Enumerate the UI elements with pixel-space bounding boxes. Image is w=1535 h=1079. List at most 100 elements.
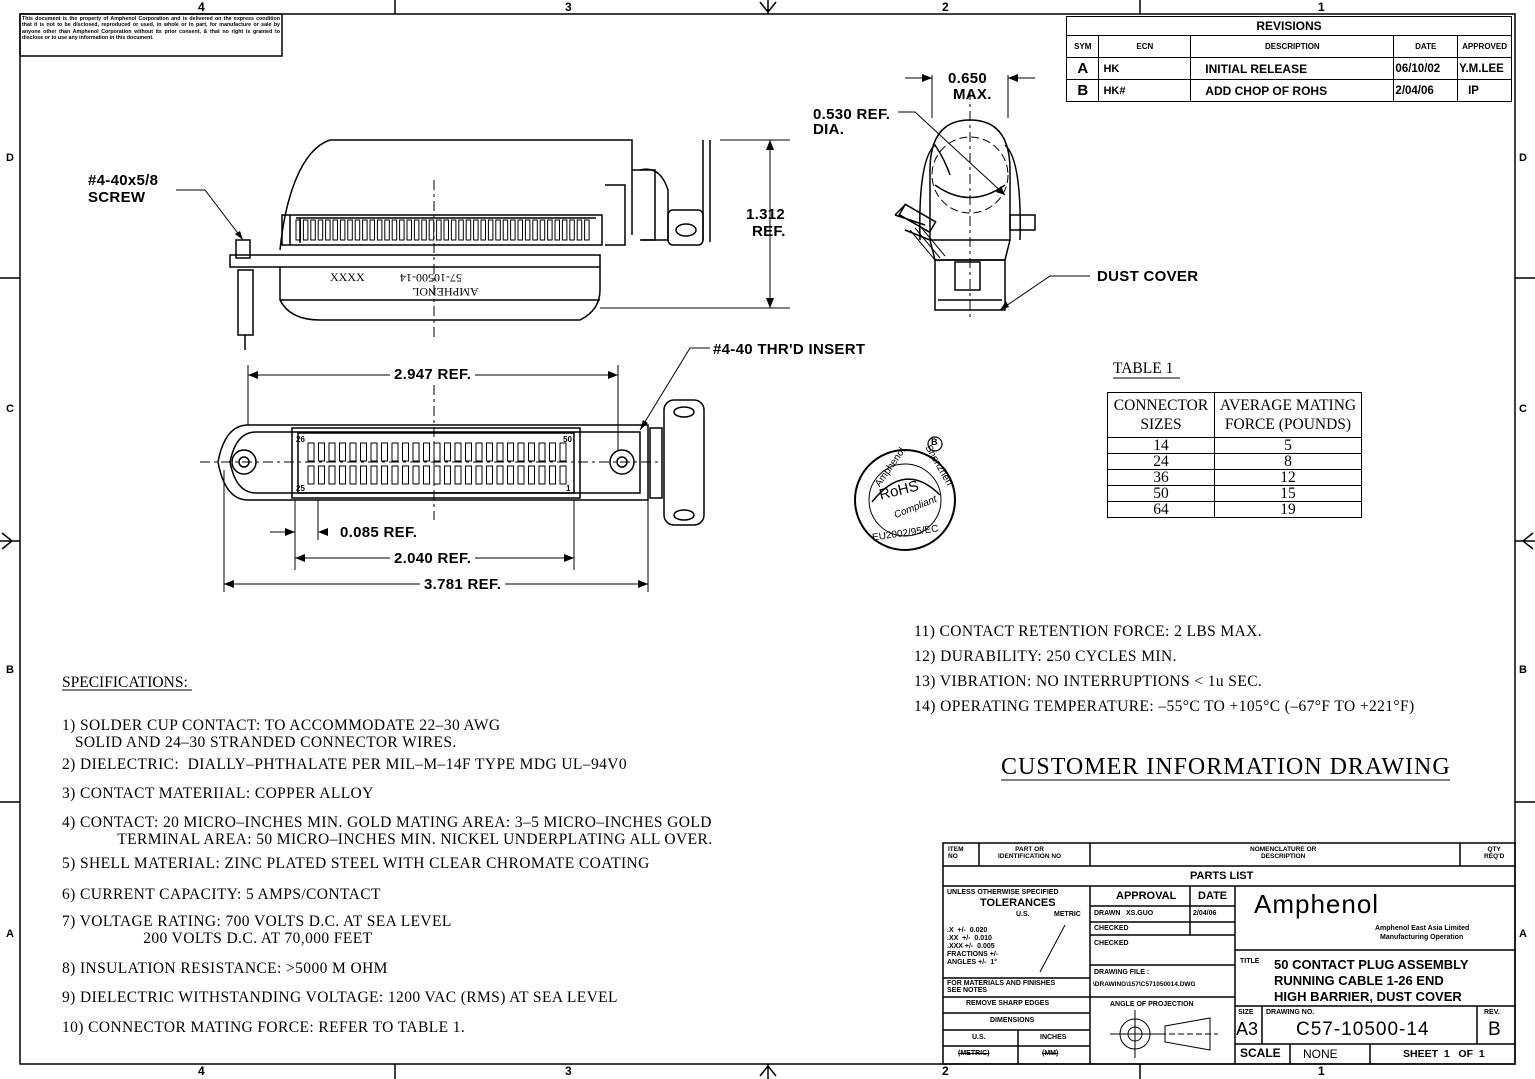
contact-tooth xyxy=(384,219,390,241)
drawing-heading: CUSTOMER INFORMATION DRAWING xyxy=(1001,754,1451,780)
zone-top-2: 2 xyxy=(942,0,949,14)
revisions-table: REVISIONS SYM ECN DESCRIPTION DATE APPRO… xyxy=(1065,16,1512,102)
rev-date: 06/10/02 xyxy=(1393,57,1459,80)
contact-tooth xyxy=(473,219,479,241)
tb-rev-label: REV. xyxy=(1484,1009,1500,1016)
table1-force: 19 xyxy=(1214,501,1362,518)
contact-pin xyxy=(486,465,493,485)
contact-pin xyxy=(381,442,388,462)
contact-pin xyxy=(318,465,325,485)
height-ref: REF. xyxy=(752,223,786,240)
table1-size: 50 xyxy=(1107,485,1215,502)
contact-tooth xyxy=(502,219,509,241)
contact-tooth xyxy=(569,219,575,241)
zone-right-d: D xyxy=(1519,152,1527,164)
spec-item: 9) DIELECTRIC WITHSTANDING VOLTAGE: 1200… xyxy=(62,989,618,1006)
rev-header-ecn: ECN xyxy=(1098,35,1192,58)
spec-item: 13) VIBRATION: NO INTERRUPTIONS < 1u SEC… xyxy=(914,673,1263,690)
tb-part-no: PART OR IDENTIFICATION NO xyxy=(998,846,1062,860)
contact-tooth xyxy=(421,219,427,241)
contact-tooth xyxy=(510,219,516,241)
contact-pin xyxy=(433,465,441,485)
table1-caption: TABLE 1 xyxy=(1113,360,1174,377)
rev-approved: Y.M.LEE xyxy=(1457,57,1512,80)
tb-nomenclature: NOMENCLATURE OR DESCRIPTION xyxy=(1250,846,1317,860)
contact-pin xyxy=(339,465,346,485)
spec-item: 10) CONNECTOR MATING FORCE: REFER TO TAB… xyxy=(62,1019,466,1036)
contact-pin xyxy=(391,465,399,485)
rev-approved: IP xyxy=(1457,79,1512,102)
spec-item: 11) CONTACT RETENTION FORCE: 2 LBS MAX. xyxy=(914,623,1263,640)
side-view xyxy=(176,139,790,350)
spec-item: 12) DURABILITY: 250 CYCLES MIN. xyxy=(914,648,1177,665)
contact-pin xyxy=(391,442,399,462)
tb-sheet: SHEET 1 OF 1 xyxy=(1403,1048,1485,1060)
contact-pin xyxy=(517,465,525,485)
tb-dim-metric: (METRIC) xyxy=(958,1050,990,1057)
contact-tooth xyxy=(391,219,398,241)
contact-pin xyxy=(412,442,420,462)
pin-label-1: 1 xyxy=(566,484,571,493)
contact-pin xyxy=(433,442,441,462)
table1-force: 8 xyxy=(1214,453,1362,470)
contact-pin xyxy=(559,442,567,462)
marking-brand: AMPHENOL xyxy=(412,285,479,299)
contact-pin xyxy=(475,465,483,485)
contact-pin xyxy=(339,442,346,462)
rev-header-approved: APPROVED xyxy=(1457,35,1512,58)
contact-tooth xyxy=(443,219,449,241)
contact-tooth xyxy=(332,219,338,241)
zone-top-3: 3 xyxy=(565,0,572,14)
contact-tooth xyxy=(547,219,553,241)
tb-dimensions: DIMENSIONS xyxy=(990,1017,1035,1024)
zone-left-b: B xyxy=(6,664,14,676)
contact-pin xyxy=(528,465,535,485)
contact-pin xyxy=(349,465,357,485)
spec-item: 8) INSULATION RESISTANCE: >5000 M OHM xyxy=(62,960,388,977)
zone-bottom-4: 4 xyxy=(198,1064,205,1078)
revision-row: A HK INITIAL RELEASE 06/10/02 Y.M.LEE xyxy=(1065,57,1512,80)
tb-drawn-by: XS.GUO xyxy=(1126,910,1154,917)
contact-tooth xyxy=(399,219,405,241)
tb-file-path: \DRAWING\157\C571050014.DWG xyxy=(1093,981,1196,988)
zone-right-a: A xyxy=(1519,928,1527,940)
zone-right-c: C xyxy=(1519,403,1527,415)
screw-callout: #4-40x5/8 xyxy=(88,172,159,189)
contact-pin xyxy=(444,442,451,462)
dim-2040: 2.040 REF. xyxy=(390,550,476,567)
contact-tooth xyxy=(354,219,361,241)
contact-tooth xyxy=(495,219,501,241)
spec-item: 14) OPERATING TEMPERATURE: –55°C TO +105… xyxy=(914,698,1415,715)
tb-parts-list: PARTS LIST xyxy=(1190,870,1254,882)
zone-bottom-2: 2 xyxy=(942,1064,949,1078)
title-block-frame xyxy=(942,842,1516,1065)
contact-pin xyxy=(486,442,493,462)
contact-pin xyxy=(402,465,409,485)
contact-tooth xyxy=(295,219,301,241)
table1-size: 36 xyxy=(1107,469,1215,486)
tb-materials: FOR MATERIALS AND FINISHES SEE NOTES xyxy=(947,980,1056,994)
end-view xyxy=(894,75,1090,320)
contact-tooth xyxy=(347,219,353,241)
tb-title-label: TITLE xyxy=(1240,958,1260,965)
table1-size: 24 xyxy=(1107,453,1215,470)
zone-top-4: 4 xyxy=(198,0,205,14)
contact-pin xyxy=(412,465,420,485)
zone-left-d: D xyxy=(6,152,14,164)
contact-tooth xyxy=(450,219,457,241)
contact-pin xyxy=(349,442,357,462)
zone-bottom-3: 3 xyxy=(565,1064,572,1078)
zone-right-b: B xyxy=(1519,664,1527,676)
tb-dim-inches: INCHES xyxy=(1040,1034,1067,1041)
contact-tooth xyxy=(524,219,531,241)
contact-tooth xyxy=(539,219,546,241)
rev-ecn: HK xyxy=(1098,57,1192,80)
tb-company-sub2: Manufacturing Operation xyxy=(1380,934,1464,941)
rev-date: 2/04/06 xyxy=(1393,79,1459,102)
tb-title-2: RUNNING CABLE 1-26 END xyxy=(1274,973,1444,988)
